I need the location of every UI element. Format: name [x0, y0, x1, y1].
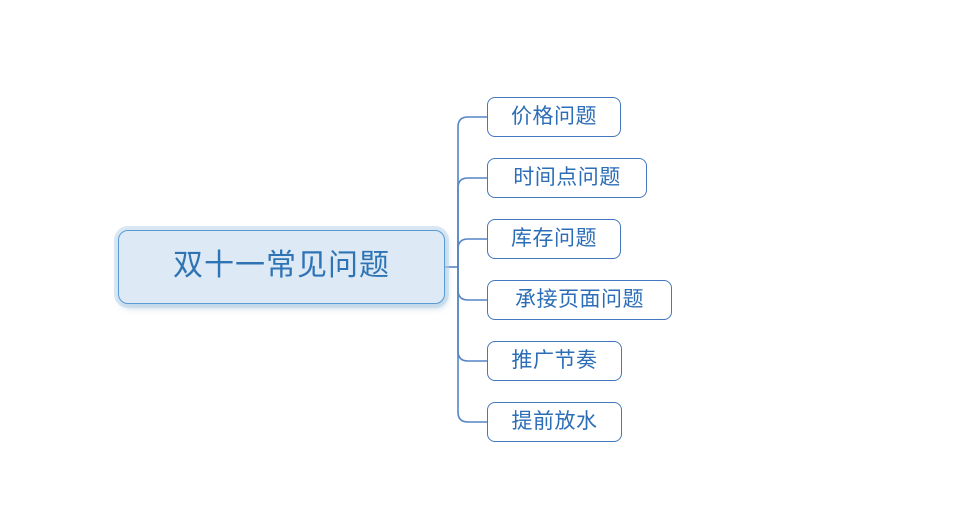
topic-node-timing[interactable]: 时间点问题: [487, 158, 647, 198]
central-topic-node[interactable]: 双十一常见问题: [118, 230, 445, 304]
topic-label: 承接页面问题: [515, 286, 644, 311]
topic-node-landing-page[interactable]: 承接页面问题: [487, 280, 672, 320]
topic-label: 库存问题: [511, 225, 597, 250]
topic-node-promotion-rhythm[interactable]: 推广节奏: [487, 341, 622, 381]
branch-line-6: [457, 267, 487, 423]
branch-line-1: [457, 116, 487, 267]
branch-line-4: [457, 267, 487, 301]
topic-label: 时间点问题: [513, 164, 621, 189]
topic-label: 价格问题: [511, 103, 597, 128]
topic-node-price[interactable]: 价格问题: [487, 97, 621, 137]
branch-line-5: [457, 267, 487, 362]
branch-group: [445, 116, 487, 423]
branch-line-3: [457, 238, 487, 267]
branch-line-2: [457, 177, 487, 267]
topic-node-inventory[interactable]: 库存问题: [487, 219, 621, 259]
topic-label: 推广节奏: [511, 347, 598, 372]
central-topic-label: 双十一常见问题: [173, 249, 390, 282]
topic-node-early-release[interactable]: 提前放水: [487, 402, 622, 442]
topic-label: 提前放水: [511, 408, 598, 433]
